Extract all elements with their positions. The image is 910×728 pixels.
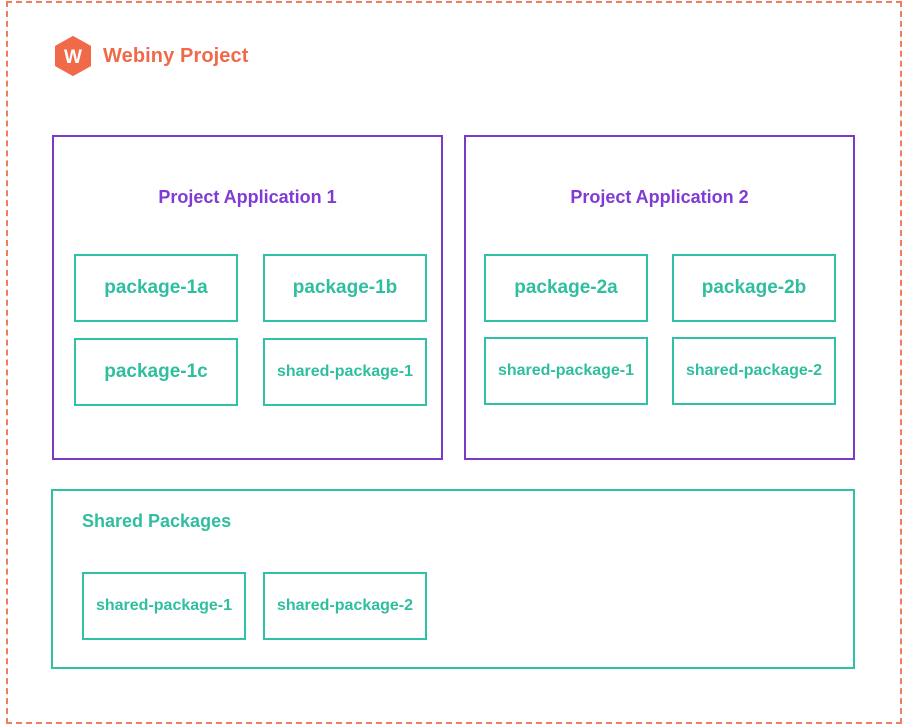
package-2a: package-2a: [484, 254, 648, 322]
shared-packages-box: Shared Packages shared-package-1 shared-…: [51, 489, 855, 669]
app2-shared-package-2: shared-package-2: [672, 337, 836, 405]
app2-shared-package-1: shared-package-1: [484, 337, 648, 405]
shared-package-1: shared-package-1: [82, 572, 246, 640]
shared-package-2: shared-package-2: [263, 572, 427, 640]
shared-packages-title: Shared Packages: [82, 511, 232, 531]
project-application-1: Project Application 1 package-1a package…: [52, 135, 443, 460]
app1-shared-package-1: shared-package-1: [263, 338, 427, 406]
package-2b: package-2b: [672, 254, 836, 322]
package-1a: package-1a: [74, 254, 238, 322]
project-frame: [6, 1, 902, 724]
project-application-2: Project Application 2 package-2a package…: [464, 135, 855, 460]
application-2-title: Project Application 2: [570, 187, 749, 207]
application-1-title: Project Application 1: [158, 187, 337, 207]
webiny-logo-icon: W: [55, 36, 91, 76]
package-1b: package-1b: [263, 254, 427, 322]
project-header: W Webiny Project: [53, 36, 249, 76]
project-title: Webiny Project: [103, 44, 249, 67]
logo-letter: W: [64, 47, 82, 68]
package-1c: package-1c: [74, 338, 238, 406]
